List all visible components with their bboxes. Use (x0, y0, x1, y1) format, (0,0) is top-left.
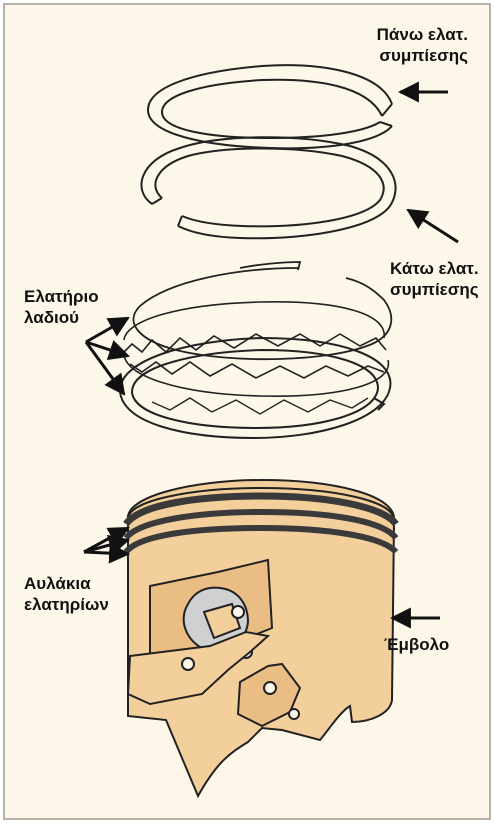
top-compression-ring-label: Πάνω ελατ. συμπίεσης (377, 24, 468, 66)
oil-ring-label: Ελατήριο λαδιού (24, 286, 99, 328)
grooves-label-line-2: ελατηρίων (24, 594, 109, 615)
grooves-label-line-1: Αυλάκια (24, 573, 109, 594)
ring-grooves-label: Αυλάκια ελατηρίων (24, 573, 109, 615)
bottom-ring-label-line-1: Κάτω ελατ. (390, 258, 479, 279)
oil-ring-label-line-2: λαδιού (24, 307, 99, 328)
piston-label-text: Έμβολο (384, 634, 449, 655)
piston-label: Έμβολο (384, 634, 449, 655)
oil-ring-label-line-1: Ελατήριο (24, 286, 99, 307)
bottom-ring-label-line-2: συμπίεσης (390, 279, 479, 300)
top-ring-label-line-2: συμπίεσης (377, 45, 468, 66)
top-ring-label-line-1: Πάνω ελατ. (377, 24, 468, 45)
bottom-compression-ring-label: Κάτω ελατ. συμπίεσης (390, 258, 479, 300)
